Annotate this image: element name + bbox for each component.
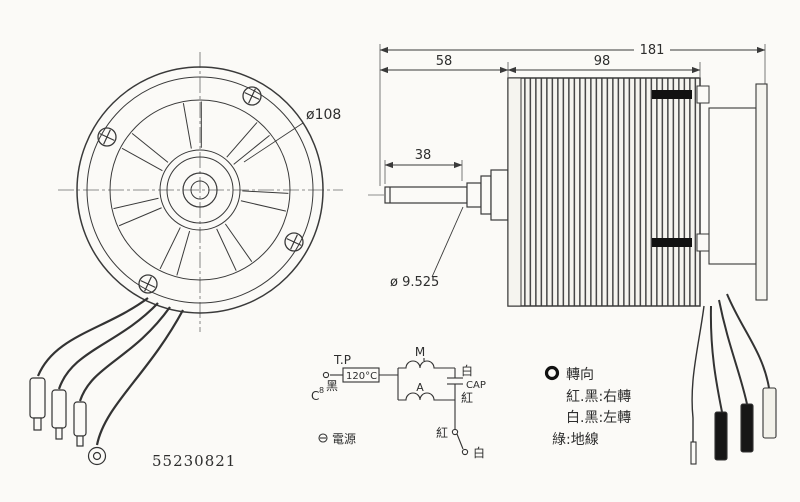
dim-front-label: 58 bbox=[436, 54, 453, 69]
ground-wire-tip bbox=[690, 441, 697, 465]
red-wire-label: 紅 bbox=[461, 391, 473, 405]
lead-wire bbox=[57, 302, 159, 390]
selector-switch-line bbox=[456, 433, 464, 450]
c-terminal-dot bbox=[322, 371, 330, 379]
red-terminal-label: 紅 bbox=[436, 426, 448, 440]
legend-line-right-turn: 紅.黑:右轉 bbox=[566, 389, 631, 405]
motor-body bbox=[507, 77, 701, 307]
legend-title: 轉向 bbox=[566, 367, 594, 383]
ring-terminal-hole bbox=[92, 451, 102, 461]
front-housing-circles bbox=[76, 66, 324, 314]
black-connector bbox=[740, 403, 754, 453]
side-lead-wires bbox=[691, 293, 770, 442]
aux-coil-symbol bbox=[398, 392, 455, 401]
dimension-lines bbox=[379, 46, 766, 169]
white-connector bbox=[762, 387, 777, 439]
dim-body-label: 98 bbox=[594, 54, 611, 69]
dim-total-label: 181 bbox=[640, 43, 665, 58]
c-terminal-sup: 8 bbox=[319, 386, 324, 395]
crimp-terminal-tip bbox=[33, 417, 42, 431]
dim-text-backing bbox=[634, 43, 670, 57]
crimp-terminal-tip bbox=[55, 427, 63, 440]
body-terminal-block-mid bbox=[652, 238, 692, 247]
crimp-terminal bbox=[51, 389, 67, 429]
white-terminal-label: 白 bbox=[473, 445, 485, 460]
red-terminal-dot bbox=[451, 428, 459, 436]
lead-wire bbox=[95, 309, 184, 446]
white-wire-label: 白 bbox=[461, 363, 473, 378]
shaft bbox=[384, 169, 509, 221]
front-lead-wires bbox=[36, 297, 184, 446]
legend-line-ground: 綠:地線 bbox=[552, 432, 599, 448]
lead-wire bbox=[36, 297, 149, 377]
motor-side-view bbox=[368, 44, 768, 307]
power-label: 電源 bbox=[332, 432, 356, 446]
legend-line-left-turn: 白.黑:左轉 bbox=[566, 410, 631, 426]
body-clip-top bbox=[696, 85, 710, 104]
mounting-bracket bbox=[708, 83, 768, 301]
power-icon bbox=[318, 433, 328, 443]
diameter-leader-line bbox=[243, 122, 304, 163]
front-diameter-label: ø108 bbox=[306, 107, 341, 123]
side-wire-connectors bbox=[690, 387, 777, 465]
crimp-terminal bbox=[29, 377, 46, 419]
crimp-terminal bbox=[73, 401, 87, 437]
lead-wire bbox=[726, 293, 770, 389]
shaft-diameter-leader bbox=[431, 206, 464, 278]
dim-shaft-label: 38 bbox=[415, 148, 432, 163]
body-end-ring bbox=[507, 77, 522, 307]
white-terminal-dot bbox=[461, 448, 469, 456]
lead-wire bbox=[78, 306, 171, 402]
shaft-diameter-label: ø 9.525 bbox=[390, 275, 439, 290]
main-coil-label: M bbox=[415, 345, 425, 359]
wiring-schematic bbox=[318, 358, 469, 456]
part-number: 55230821 bbox=[152, 452, 236, 470]
aux-coil-label: A bbox=[416, 381, 424, 394]
ground-wire bbox=[691, 305, 705, 442]
front-center-lines bbox=[58, 52, 343, 332]
crimp-terminal-tip bbox=[76, 435, 84, 447]
motor-front-view bbox=[58, 52, 343, 332]
lead-wire bbox=[718, 299, 748, 405]
cap-label: CAP bbox=[466, 380, 486, 391]
rotation-icon bbox=[544, 365, 560, 381]
black-connector bbox=[714, 411, 728, 461]
black-wire-label: 黑 bbox=[326, 379, 338, 393]
front-wire-terminals bbox=[29, 377, 107, 466]
rotation-legend bbox=[544, 365, 560, 381]
main-coil-symbol bbox=[398, 360, 455, 369]
tp-label: T.P bbox=[333, 353, 351, 367]
body-clip-mid bbox=[696, 233, 710, 252]
lead-wire bbox=[709, 305, 723, 413]
c-terminal-label: C bbox=[311, 389, 319, 403]
temp-rating-label: 120°C bbox=[346, 371, 377, 382]
body-terminal-block-top bbox=[652, 90, 692, 99]
